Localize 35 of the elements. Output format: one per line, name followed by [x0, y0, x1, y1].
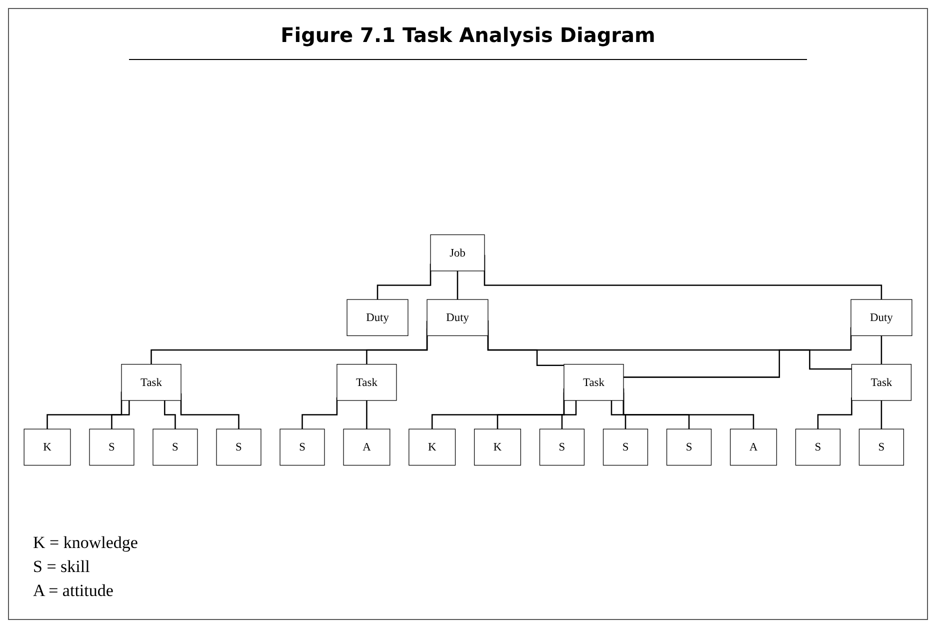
node-box: S: [602, 428, 648, 466]
legend-note: A = attitude: [33, 580, 114, 602]
node-box: S: [152, 428, 198, 466]
connector: [366, 400, 368, 430]
node-box: Job: [430, 234, 485, 272]
node-box: Task: [336, 364, 397, 401]
connector: [456, 270, 458, 300]
connector: [111, 400, 130, 430]
connector: [164, 400, 176, 430]
connector: [880, 400, 882, 430]
node-box: Duty: [426, 299, 488, 336]
node-box: A: [730, 428, 777, 466]
node-box: Duty: [850, 299, 912, 336]
node-box: S: [89, 428, 134, 466]
legend-note: S = skill: [33, 556, 91, 578]
node-box: K: [24, 428, 71, 466]
node-box: Task: [851, 364, 912, 401]
node-box: Task: [121, 364, 182, 401]
connector: [880, 336, 882, 365]
node-box: S: [280, 428, 325, 466]
node-box: S: [216, 428, 262, 466]
node-box: K: [408, 428, 456, 466]
node-box: Duty: [346, 299, 408, 336]
node-box: A: [343, 428, 390, 466]
connector: [561, 400, 577, 430]
diagram-title: Figure 7.1 Task Analysis Diagram: [129, 23, 807, 60]
connector: [610, 400, 626, 430]
node-box: S: [795, 428, 840, 466]
node-box: S: [539, 428, 585, 466]
node-box: S: [666, 428, 712, 466]
legend-note: K = knowledge: [33, 532, 138, 554]
node-box: K: [474, 428, 522, 466]
node-box: S: [858, 428, 904, 466]
connector: [817, 398, 852, 430]
node-box: Task: [564, 364, 624, 401]
